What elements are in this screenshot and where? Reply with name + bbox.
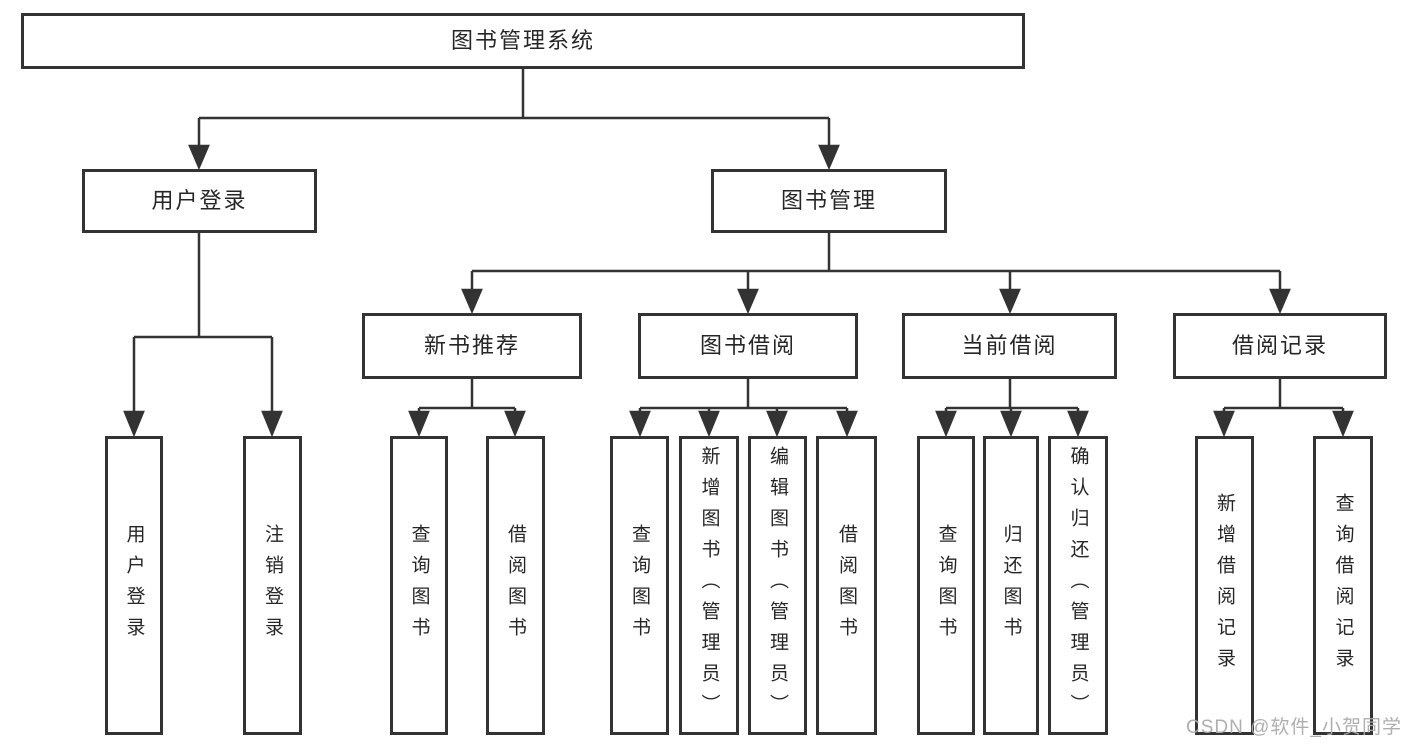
- node-label: 借阅图书: [505, 523, 526, 648]
- node-label: 归还图书: [1000, 523, 1022, 648]
- edges-current-borrow-group: [935, 379, 1089, 438]
- node-label: 查询图书: [629, 523, 650, 648]
- leaf-edit-book-admin: 编辑图书（管理员）: [748, 436, 807, 735]
- edges-book-borrow-group: [629, 379, 858, 438]
- leaf-query-book-3: 查询图书: [917, 436, 975, 735]
- node-new-book-recommend: 新书推荐: [362, 313, 582, 379]
- edges-new-book-group: [408, 379, 526, 438]
- node-label: 用户登录: [151, 188, 248, 213]
- node-label: 图书管理: [780, 188, 877, 213]
- leaf-add-borrow-record: 新增借阅记录: [1195, 436, 1254, 735]
- node-label: 图书借阅: [699, 333, 796, 358]
- leaf-logout: 注销登录: [243, 436, 302, 735]
- leaf-borrow-book-1: 借阅图书: [486, 436, 545, 735]
- node-root-library-system: 图书管理系统: [21, 13, 1025, 69]
- csdn-watermark: CSDN @软件_小贺同学: [1186, 717, 1402, 738]
- node-label: 查询图书: [935, 523, 957, 648]
- node-label: 新增借阅记录: [1214, 492, 1235, 679]
- leaf-user-login: 用户登录: [105, 436, 163, 735]
- leaf-return-book: 归还图书: [983, 436, 1039, 735]
- leaf-confirm-return-admin: 确认归还（管理员）: [1048, 436, 1108, 735]
- node-label: 确认归还（管理员）: [1067, 446, 1089, 725]
- node-label: 当前借阅: [961, 333, 1058, 358]
- node-label: 新增图书（管理员）: [698, 446, 720, 725]
- node-label: 新书推荐: [423, 333, 520, 358]
- node-label: 查询借阅记录: [1332, 492, 1354, 679]
- edges-root-to-level2: [188, 68, 840, 171]
- node-user-login: 用户登录: [82, 169, 317, 233]
- edges-borrow-record-group: [1213, 379, 1354, 438]
- node-book-management: 图书管理: [711, 169, 947, 233]
- node-label: 借阅记录: [1231, 333, 1328, 358]
- node-label: 图书管理系统: [450, 28, 595, 53]
- leaf-query-book-2: 查询图书: [610, 436, 669, 735]
- edges-user-login-group: [123, 233, 283, 438]
- edges-book-management-group: [461, 233, 1291, 315]
- node-label: 编辑图书（管理员）: [767, 446, 788, 725]
- node-borrow-record: 借阅记录: [1173, 313, 1387, 379]
- node-current-borrow: 当前借阅: [902, 313, 1117, 379]
- leaf-add-book-admin: 新增图书（管理员）: [679, 436, 739, 735]
- node-book-borrow: 图书借阅: [638, 313, 858, 379]
- node-label: 借阅图书: [836, 523, 857, 648]
- leaf-borrow-book-2: 借阅图书: [816, 436, 877, 735]
- leaf-query-book-1: 查询图书: [390, 436, 448, 735]
- node-label: 注销登录: [262, 523, 283, 648]
- node-label: 查询图书: [408, 523, 430, 648]
- node-label: 用户登录: [123, 523, 145, 648]
- leaf-query-borrow-record: 查询借阅记录: [1313, 436, 1373, 735]
